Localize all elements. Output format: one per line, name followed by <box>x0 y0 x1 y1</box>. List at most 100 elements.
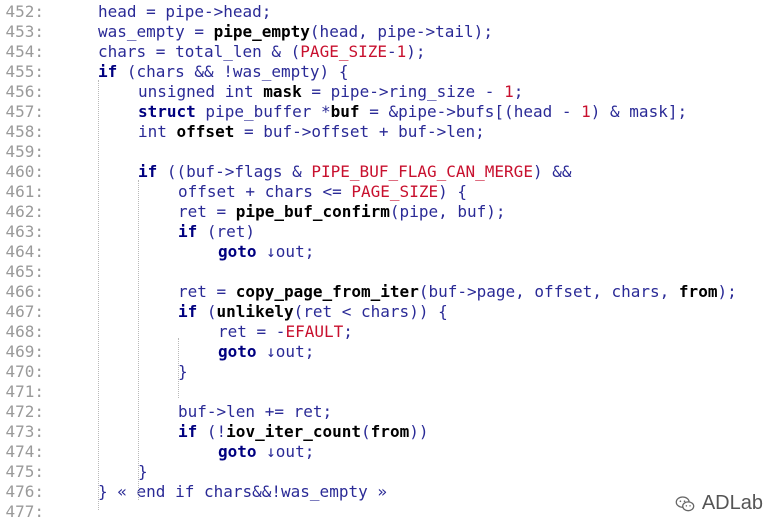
code-token: ) & mask]; <box>590 102 688 121</box>
line-number: 470: <box>5 362 44 381</box>
code-line: 472: buf->len += ret; <box>0 402 773 422</box>
code-token: } « end if chars&&!was_empty » <box>98 482 387 501</box>
code-token: chars = total_len & ( <box>98 42 301 61</box>
code-token: ( <box>361 422 371 441</box>
code-line: 475:} <box>0 462 773 482</box>
code-token: (! <box>197 422 227 441</box>
line-number: 456: <box>5 82 44 101</box>
code-line: 471: <box>0 382 773 402</box>
code-text: int offset = buf->offset + buf->len; <box>138 122 485 142</box>
line-number: 459: <box>5 142 44 161</box>
code-token: ( <box>197 302 217 321</box>
code-token: (head, pipe->tail); <box>309 22 493 41</box>
code-line: 455:if (chars && !was_empty) { <box>0 62 773 82</box>
code-token: goto <box>218 342 257 361</box>
code-text: goto ↓out; <box>218 242 314 262</box>
code-line: 456:unsigned int mask = pipe->ring_size … <box>0 82 773 102</box>
code-token: if <box>138 162 158 181</box>
code-token: } <box>178 362 188 381</box>
code-line: 473: if (!iov_iter_count(from)) <box>0 422 773 442</box>
code-text: chars = total_len & (PAGE_SIZE-1); <box>98 42 426 62</box>
line-number: 465: <box>5 262 44 281</box>
code-token: = pipe->ring_size - <box>301 82 505 101</box>
line-number: 476: <box>5 482 44 501</box>
code-token: - <box>387 42 397 61</box>
code-text: if (unlikely(ret < chars)) { <box>178 302 448 322</box>
code-token: 1 <box>504 82 514 101</box>
code-token: (chars && !was_empty) { <box>117 62 349 81</box>
code-line: 459: <box>0 142 773 162</box>
line-number: 458: <box>5 122 44 141</box>
code-token: 1 <box>396 42 407 61</box>
code-token: unsigned int <box>138 82 264 101</box>
code-token: )) <box>409 422 429 441</box>
code-text: if (ret) <box>178 222 255 242</box>
code-token: int <box>138 122 177 141</box>
code-token: ); <box>717 282 737 301</box>
line-number: 466: <box>5 282 44 301</box>
code-text: } <box>138 462 148 482</box>
code-line: 462:ret = pipe_buf_confirm(pipe, buf); <box>0 202 773 222</box>
line-number: 477: <box>5 502 44 521</box>
line-number: 467: <box>5 302 44 321</box>
code-text: } <box>178 362 188 382</box>
code-text: if (!iov_iter_count(from)) <box>178 422 428 442</box>
line-number: 455: <box>5 62 44 81</box>
code-text: buf->len += ret; <box>178 402 332 422</box>
code-token: head = pipe->head; <box>98 2 272 21</box>
code-token: (ret < chars)) { <box>293 302 448 321</box>
code-token: if <box>178 422 198 441</box>
line-number: 457: <box>5 102 44 121</box>
code-token: offset + chars <= <box>178 182 352 201</box>
line-number: 472: <box>5 402 44 421</box>
line-number-gutter <box>0 0 52 529</box>
code-text: struct pipe_buffer *buf = &pipe->bufs[(h… <box>138 102 687 122</box>
code-token: offset <box>176 122 235 141</box>
code-token: ) && <box>532 162 572 181</box>
code-text: offset + chars <= PAGE_SIZE) { <box>178 182 467 202</box>
code-line: 477: <box>0 502 773 522</box>
code-token: = buf->offset + buf->len; <box>234 122 485 141</box>
line-number: 473: <box>5 422 44 441</box>
code-text: goto ↓out; <box>218 442 314 462</box>
code-line: 476: } « end if chars&&!was_empty » <box>0 482 773 502</box>
code-line: 454: chars = total_len & (PAGE_SIZE-1); <box>0 42 773 62</box>
code-token: PAGE_SIZE <box>351 182 439 201</box>
line-number: 460: <box>5 162 44 181</box>
code-token: ) { <box>438 182 467 201</box>
line-number: 464: <box>5 242 44 261</box>
code-line: 460:if ((buf->flags & PIPE_BUF_FLAG_CAN_… <box>0 162 773 182</box>
code-text: was_empty = pipe_empty(head, pipe->tail)… <box>98 22 493 42</box>
code-line: 465: <box>0 262 773 282</box>
code-line: 461:offset + chars <= PAGE_SIZE) { <box>0 182 773 202</box>
watermark-label: ADLab <box>701 492 763 514</box>
code-line: 469: goto ↓out; <box>0 342 773 362</box>
code-text: head = pipe->head; <box>98 2 271 22</box>
code-text: } « end if chars&&!was_empty » <box>98 482 387 502</box>
line-number: 454: <box>5 42 44 61</box>
line-number: 468: <box>5 322 44 341</box>
code-line: 470:} <box>0 362 773 382</box>
code-line: 466: ret = copy_page_from_iter(buf->page,… <box>0 282 773 302</box>
code-token: (buf->page, offset, chars, <box>418 282 679 301</box>
code-text: ret = copy_page_from_iter(buf->page, off… <box>178 282 737 302</box>
code-token: if <box>178 222 198 241</box>
code-line: 467: if (unlikely(ret < chars)) { <box>0 302 773 322</box>
indent-guide-if-unlikely <box>178 338 179 398</box>
code-token: ret = <box>178 202 236 221</box>
line-number: 453: <box>5 22 44 41</box>
indent-guide-if-flags <box>138 180 139 500</box>
indent-guide-if-chars <box>98 80 99 510</box>
code-line: 468:ret = -EFAULT; <box>0 322 773 342</box>
code-text: goto ↓out; <box>218 342 314 362</box>
code-token: pipe_buffer * <box>195 102 331 121</box>
code-token: pipe_empty <box>213 22 310 41</box>
code-token: (pipe, buf); <box>389 202 506 221</box>
code-token: copy_page_from_iter <box>235 282 419 301</box>
code-line: 464: goto ↓out; <box>0 242 773 262</box>
line-number: 475: <box>5 462 44 481</box>
code-line: 457: struct pipe_buffer *buf = &pipe->buf… <box>0 102 773 122</box>
line-number: 474: <box>5 442 44 461</box>
line-number: 469: <box>5 342 44 361</box>
